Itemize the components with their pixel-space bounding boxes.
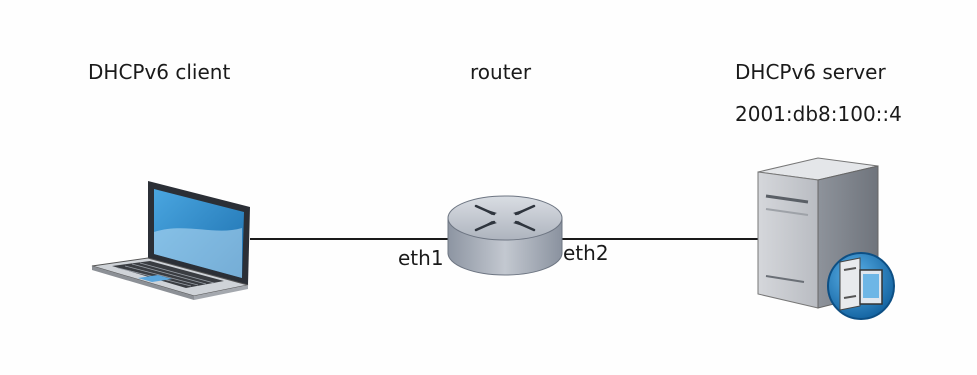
- server-badge-icon: [827, 252, 895, 320]
- router-icon: [447, 195, 563, 276]
- laptop-icon: [91, 181, 250, 300]
- iface-eth2-label: eth2: [563, 241, 609, 265]
- server-address: 2001:db8:100::4: [735, 102, 902, 126]
- server-label: DHCPv6 server: [735, 60, 886, 84]
- router-label: router: [470, 60, 532, 84]
- iface-eth1-label: eth1: [398, 246, 444, 270]
- client-label: DHCPv6 client: [88, 60, 231, 84]
